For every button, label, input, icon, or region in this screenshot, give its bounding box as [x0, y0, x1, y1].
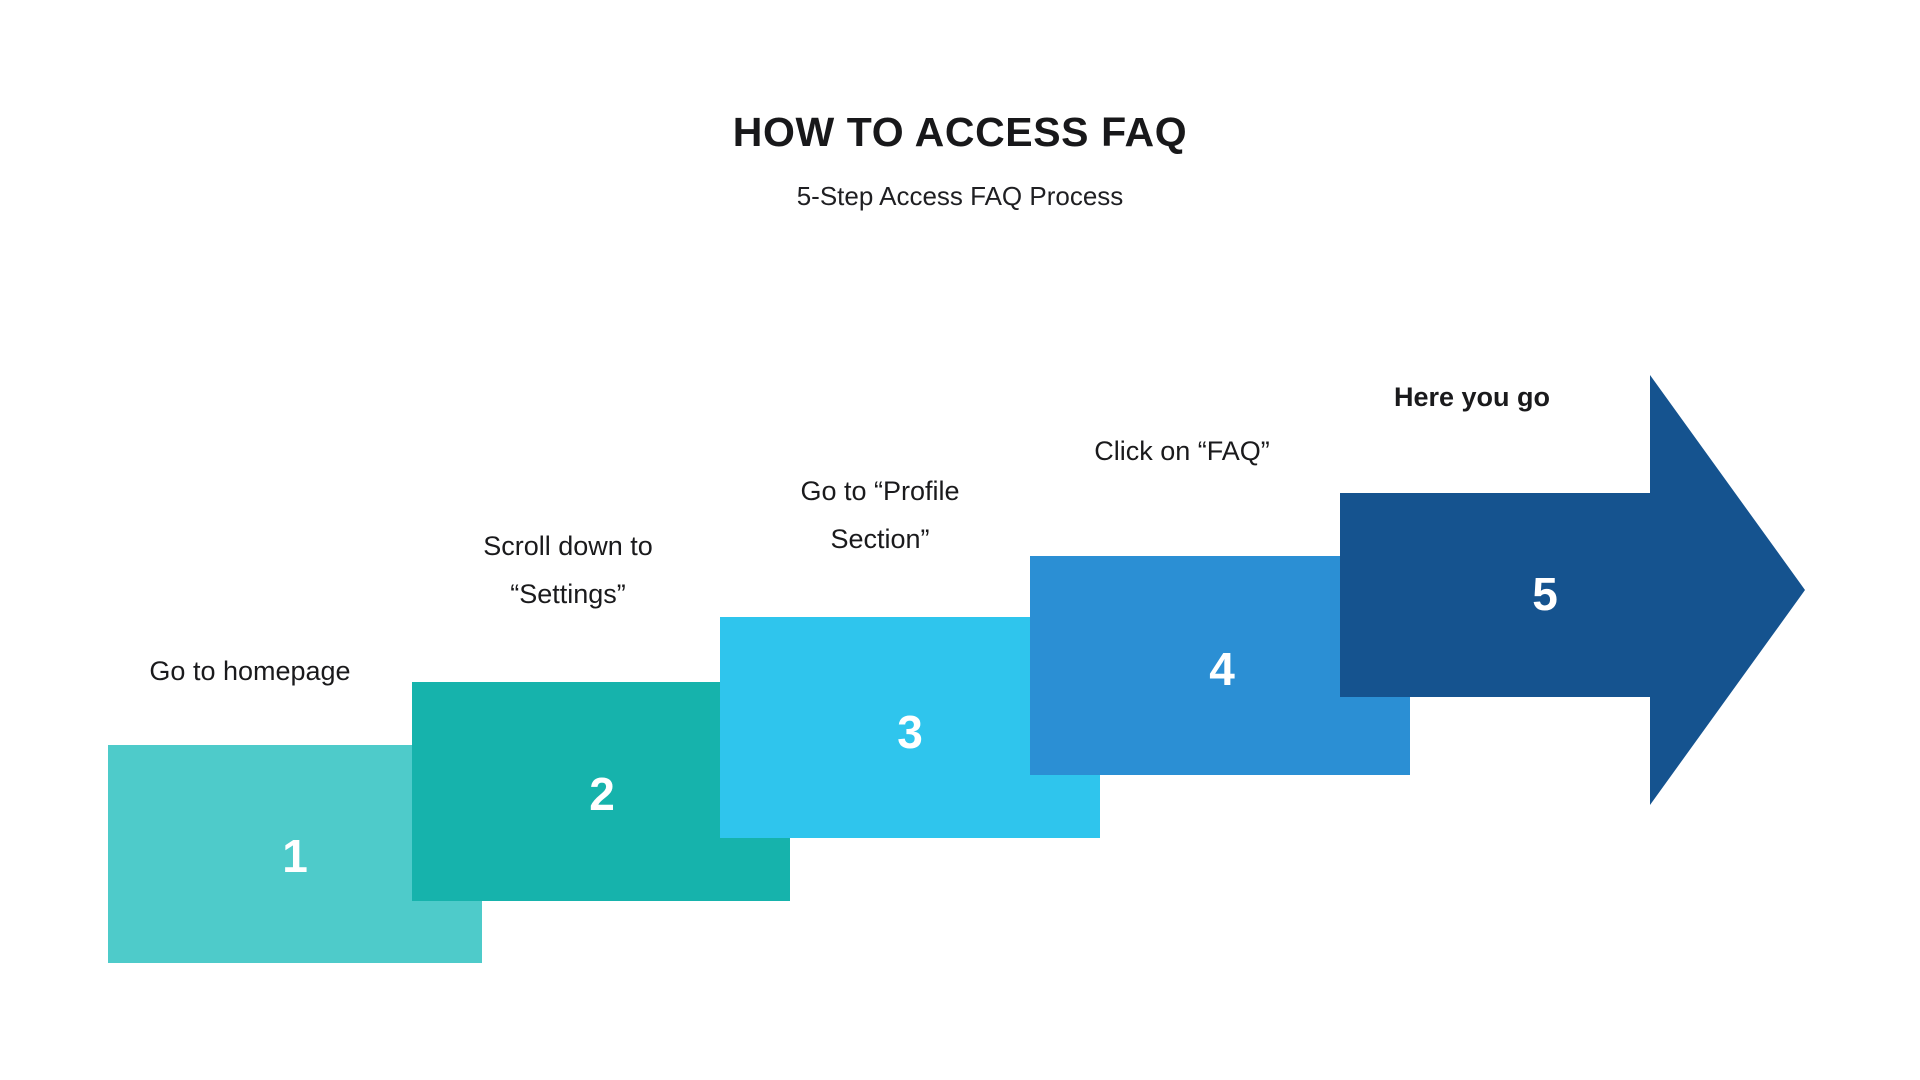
- step-3-caption-line1: Go to “Profile: [800, 476, 959, 506]
- step-2-caption-line2: “Settings”: [510, 579, 626, 609]
- step-5-arrow-block[interactable]: [1340, 375, 1805, 805]
- step-3-caption-line2: Section”: [830, 524, 929, 554]
- step-3-number: 3: [897, 706, 923, 758]
- step-5-group[interactable]: 5 Here you go: [1340, 375, 1805, 805]
- step-4-caption-line1: Click on “FAQ”: [1094, 436, 1270, 466]
- step-4-number: 4: [1209, 643, 1235, 695]
- step-1-number: 1: [282, 830, 308, 882]
- step-2-number: 2: [589, 768, 615, 820]
- step-2-caption-line1: Scroll down to: [483, 531, 653, 561]
- header: HOW TO ACCESS FAQ 5-Step Access FAQ Proc…: [0, 0, 1920, 211]
- page-subtitle: 5-Step Access FAQ Process: [796, 181, 1124, 211]
- page-title: HOW TO ACCESS FAQ: [732, 109, 1188, 155]
- step-1-caption-line1: Go to homepage: [149, 656, 350, 686]
- step-5-number: 5: [1532, 568, 1558, 620]
- step-5-caption-line1: Here you go: [1394, 382, 1550, 412]
